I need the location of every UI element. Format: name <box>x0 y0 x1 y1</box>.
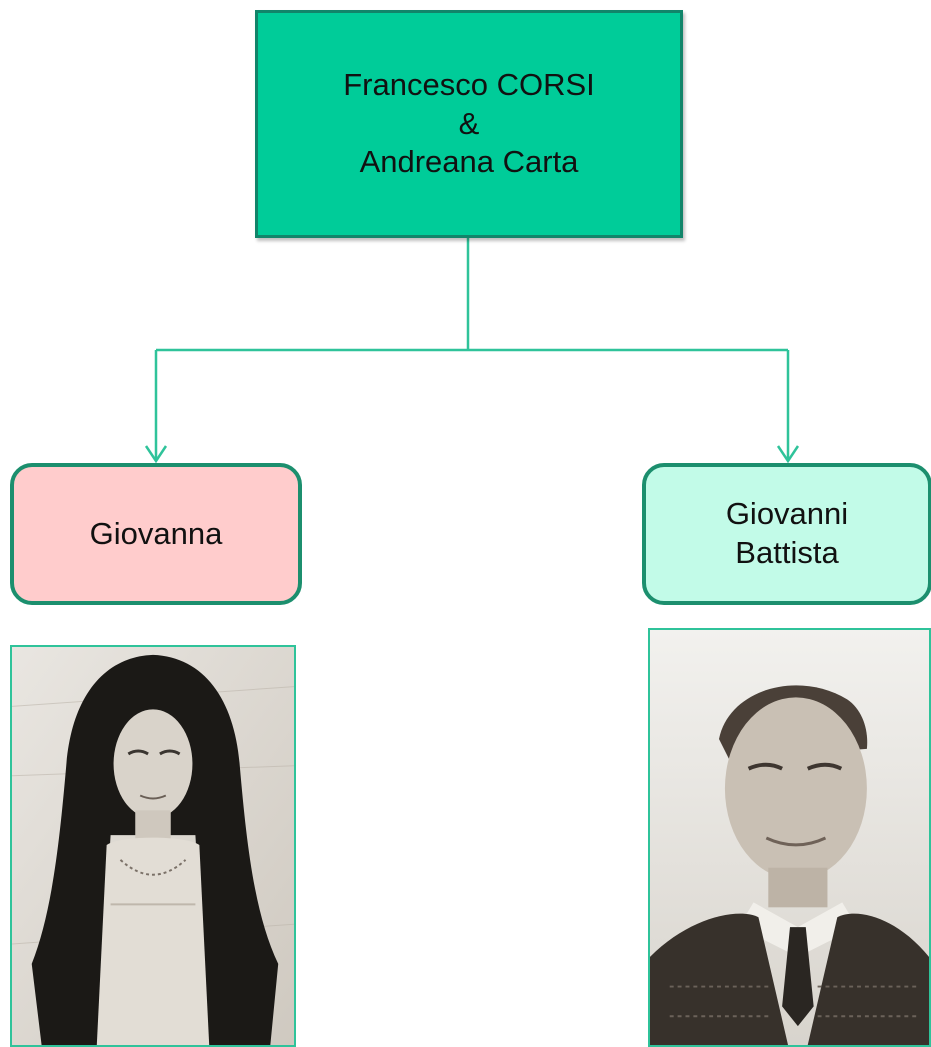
child-node-giovanna: Giovanna <box>10 463 302 605</box>
parent-mother-name: Andreana Carta <box>359 144 579 180</box>
parents-ampersand: & <box>458 105 480 141</box>
child-node-giovanni-battista: Giovanni Battista <box>642 463 931 605</box>
child-name: Giovanna <box>89 515 223 551</box>
portrait-man-photo <box>648 628 931 1047</box>
arrowhead-child1 <box>144 445 168 464</box>
portrait-woman-photo <box>10 645 296 1047</box>
parent-father-name: Francesco CORSI <box>343 66 595 102</box>
child-name-line2: Battista <box>735 535 839 570</box>
parents-node: Francesco CORSI & Andreana Carta <box>255 10 683 238</box>
child-name-line1: Giovanni <box>725 496 849 532</box>
arrowhead-child2 <box>776 445 800 464</box>
